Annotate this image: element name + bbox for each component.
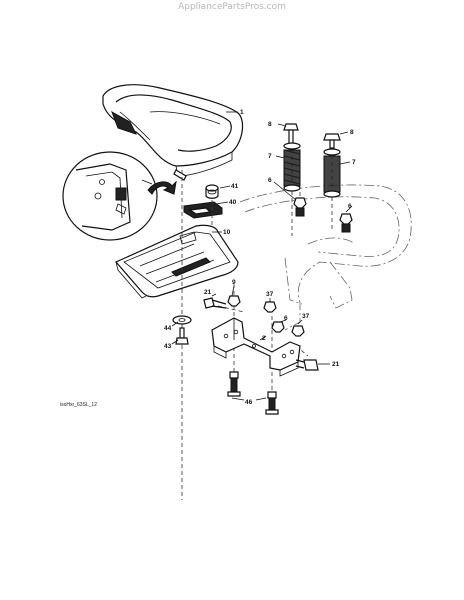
- bolt-21-right: [295, 359, 319, 371]
- callout-9: 9: [232, 279, 236, 286]
- seat-pan: [115, 224, 239, 299]
- callout-21-right: 21: [332, 361, 340, 368]
- assembly-lines: [181, 142, 333, 500]
- callout-6-right: 6: [348, 203, 352, 210]
- callout-41: 41: [231, 183, 239, 190]
- seat-bracket: [211, 317, 301, 377]
- callout-labels: 1 8 8 7 7 6 6 41 40 10 9 37 37 21 21 2 6…: [164, 109, 356, 406]
- callout-21-left: 21: [204, 289, 212, 296]
- callout-40: 40: [229, 199, 237, 206]
- callout-6-left: 6: [268, 177, 272, 184]
- callout-37-top: 37: [266, 291, 274, 298]
- springs-7: [283, 142, 341, 198]
- callout-1: 1: [240, 109, 244, 116]
- detail-magnifier: [62, 151, 177, 241]
- bolt-21-left: [203, 297, 227, 309]
- leader-lines: [171, 111, 353, 401]
- bolt-43: [175, 327, 189, 345]
- callout-7-left: 7: [268, 153, 272, 160]
- diagram-code: isoHxr_63SL_12: [60, 402, 97, 408]
- callout-44: 44: [164, 325, 172, 332]
- callout-8-left: 8: [268, 121, 272, 128]
- spring-left: [283, 142, 301, 192]
- nuts-bracket: [227, 295, 305, 337]
- nuts-6-top: [293, 197, 353, 233]
- callout-10: 10: [223, 229, 231, 236]
- callout-6-bracket: 6: [284, 315, 288, 322]
- callout-37-right: 37: [302, 313, 310, 320]
- callout-7-right: 7: [352, 159, 356, 166]
- seat-slide-hardware: [183, 184, 223, 219]
- mower-frame: [239, 184, 412, 331]
- spring-right: [323, 148, 341, 198]
- seat: [102, 84, 244, 181]
- callout-43: 43: [164, 343, 172, 350]
- callout-8-right: 8: [350, 129, 354, 136]
- callout-46: 46: [245, 399, 253, 406]
- callout-2: 2: [262, 335, 266, 342]
- watermark-text: AppliancePartsPros.com: [178, 2, 286, 12]
- washer-44: [172, 315, 192, 325]
- bolts-46: [227, 371, 279, 415]
